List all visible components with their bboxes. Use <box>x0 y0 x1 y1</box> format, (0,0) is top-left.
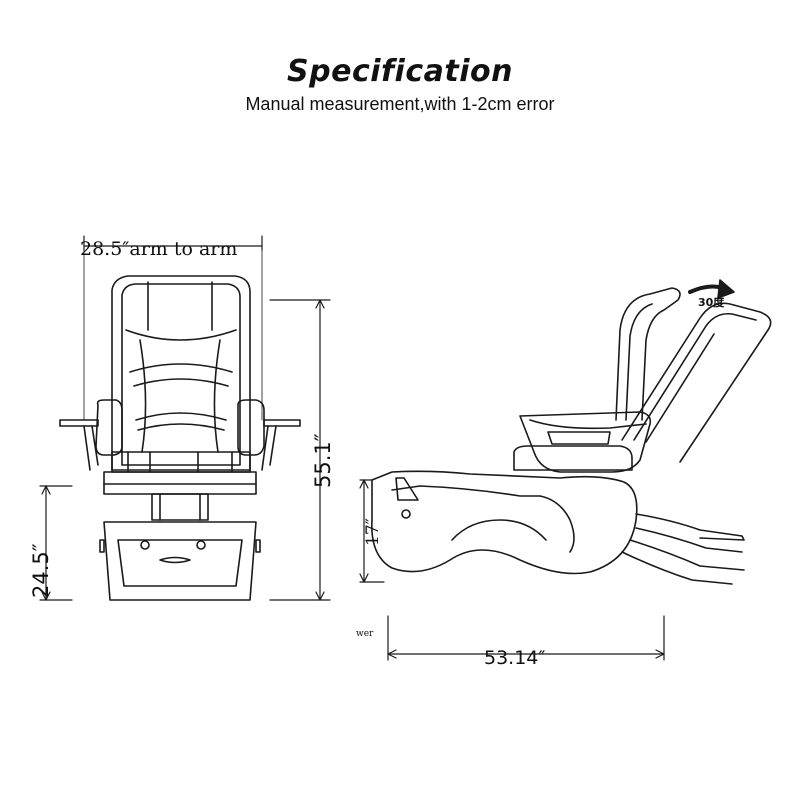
base-height-label: 24.5″ <box>29 543 53 598</box>
side-view-chair <box>371 287 772 585</box>
small-label: wer <box>356 629 374 639</box>
side-dimension-lines <box>359 479 665 661</box>
recline-arrow-icon <box>688 279 735 299</box>
arm-width-label: 28.5″arm to arm <box>80 238 237 260</box>
page-title: Specification <box>287 54 513 89</box>
recline-label: 30度 <box>698 295 725 309</box>
page-subtitle: Manual measurement,with 1-2cm error <box>245 94 555 114</box>
basin-height-label: 17″ <box>363 518 383 546</box>
overall-height-label: 55.1″ <box>311 433 335 488</box>
front-dimension-lines <box>39 235 331 601</box>
front-view-chair <box>59 275 301 601</box>
overall-length-label: 53.14″ <box>484 647 546 669</box>
